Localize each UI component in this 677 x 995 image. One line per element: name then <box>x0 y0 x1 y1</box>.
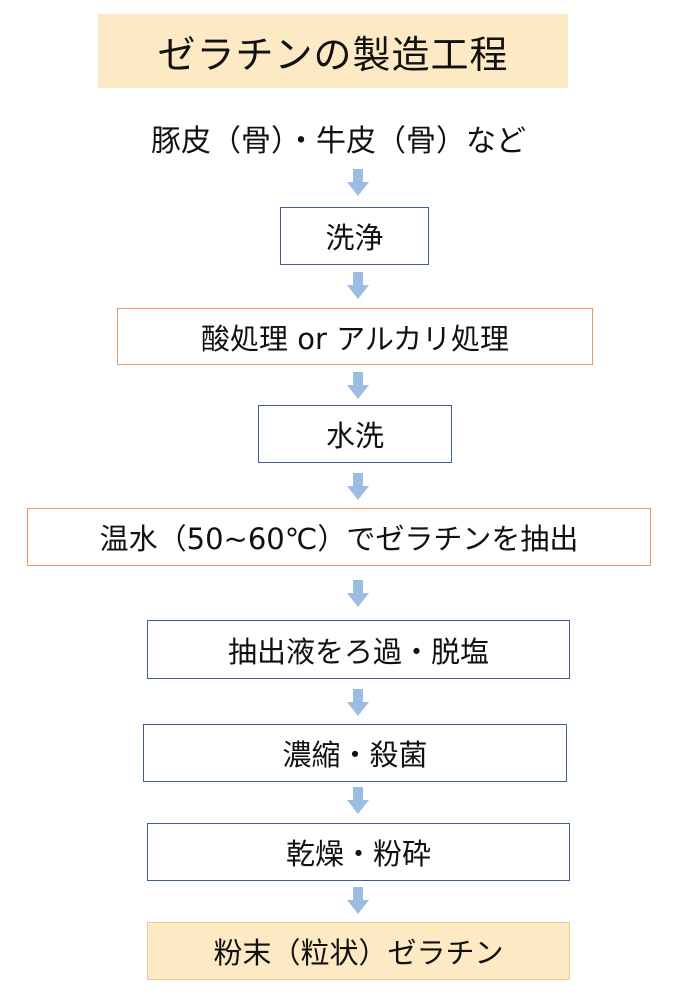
down-arrow-icon <box>347 580 369 608</box>
diagram-title: ゼラチンの製造工程 <box>98 14 568 88</box>
down-arrow-icon <box>347 169 369 197</box>
final-product-box: 粉末（粒状）ゼラチン <box>147 922 570 980</box>
step-washing: 洗浄 <box>280 207 429 265</box>
down-arrow-icon <box>347 473 369 501</box>
down-arrow-icon <box>347 272 369 300</box>
down-arrow-icon <box>347 372 369 400</box>
step-drying-grinding: 乾燥・粉砕 <box>147 823 570 881</box>
down-arrow-icon <box>347 689 369 717</box>
step-extraction: 温水（50~60℃）でゼラチンを抽出 <box>27 508 651 566</box>
step-rinsing: 水洗 <box>258 405 452 463</box>
down-arrow-icon <box>347 887 369 915</box>
step-concentration-sterilization: 濃縮・殺菌 <box>143 724 567 782</box>
down-arrow-icon <box>347 787 369 815</box>
step-filtration-desalting: 抽出液をろ過・脱塩 <box>147 620 570 679</box>
step-acid-alkali-treatment: 酸処理 or アルカリ処理 <box>117 308 593 365</box>
raw-material-label: 豚皮（骨）・牛皮（骨）など <box>151 124 526 159</box>
